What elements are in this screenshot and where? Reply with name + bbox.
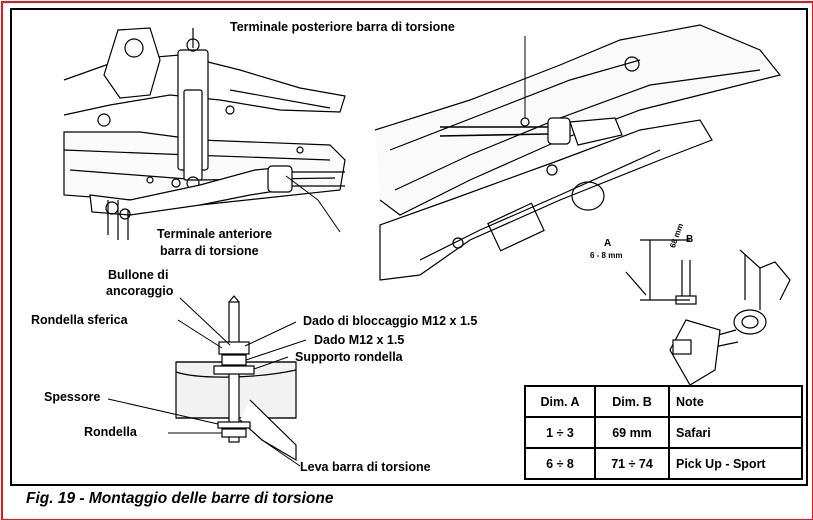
table-cell: 1 ÷ 3	[524, 416, 596, 449]
table-cell: 6 ÷ 8	[524, 447, 596, 480]
table-header-cell: Dim. A	[524, 385, 596, 418]
label-dim-a: A	[604, 238, 612, 249]
label-front-terminal-line2: barra di torsione	[160, 244, 259, 258]
label-dim-a-value: 6 - 8 mm	[590, 251, 623, 260]
label-dim-b: B	[686, 234, 694, 245]
dimension-table: Dim. A Dim. B Note 1 ÷ 3 69 mm Safari 6 …	[524, 385, 803, 480]
label-lever: Leva barra di torsione	[300, 460, 431, 474]
label-shim: Spessore	[44, 390, 101, 404]
table-cell: 71 ÷ 74	[594, 447, 670, 480]
table-row: 6 ÷ 8 71 ÷ 74 Pick Up - Sport	[524, 447, 803, 480]
label-anchor-bolt-line1: Bullone di	[108, 268, 169, 282]
label-nut: Dado M12 x 1.5	[314, 333, 405, 347]
label-washer: Rondella	[84, 425, 137, 439]
table-header-row: Dim. A Dim. B Note	[524, 385, 803, 418]
leader-lines	[107, 36, 526, 467]
label-spherical-washer: Rondella sferica	[31, 313, 128, 327]
rear-terminal-illustration	[374, 24, 782, 281]
label-rear-terminal: Terminale posteriore barra di torsione	[230, 20, 455, 34]
label-washer-support: Supporto rondella	[295, 350, 403, 364]
table-header-cell: Note	[668, 385, 803, 418]
table-row: 1 ÷ 3 69 mm Safari	[524, 416, 803, 449]
dimension-detail	[625, 239, 791, 386]
table-cell: Safari	[668, 416, 803, 449]
anchor-bolt-section	[175, 295, 297, 462]
label-lock-nut: Dado di bloccaggio M12 x 1.5	[303, 314, 478, 328]
label-front-terminal-line1: Terminale anteriore	[157, 227, 273, 241]
table-header-cell: Dim. B	[594, 385, 670, 418]
table-cell: Pick Up - Sport	[668, 447, 803, 480]
front-suspension-illustration	[63, 27, 346, 240]
inner-black-border	[10, 8, 808, 486]
figure-caption: Fig. 19 - Montaggio delle barre di torsi…	[26, 490, 334, 507]
label-anchor-bolt-line2: ancoraggio	[106, 284, 174, 298]
table-cell: 69 mm	[594, 416, 670, 449]
